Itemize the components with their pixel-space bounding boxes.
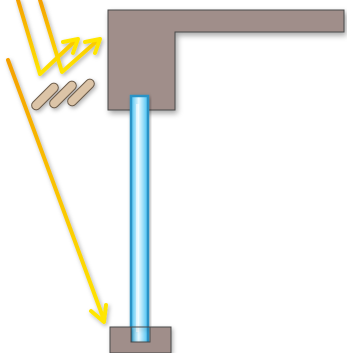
reflected-ray-2: [38, 0, 100, 74]
louver-slat: [67, 78, 95, 107]
reflected-ray-2-head: [83, 37, 102, 55]
reflected-ray-1: [16, 0, 78, 76]
window-sill-icon: [109, 326, 172, 353]
louver-slat: [31, 82, 59, 111]
louver-slats-icon: [31, 78, 95, 111]
roof-overhang-icon: [107, 9, 345, 111]
direct-sun-ray-icon: [6, 58, 108, 324]
louver-slat: [49, 80, 77, 109]
reflected-ray-1-head: [61, 37, 80, 55]
window-glass-icon: [129, 94, 150, 346]
sun-ray-arrow-icon: [16, 0, 102, 76]
